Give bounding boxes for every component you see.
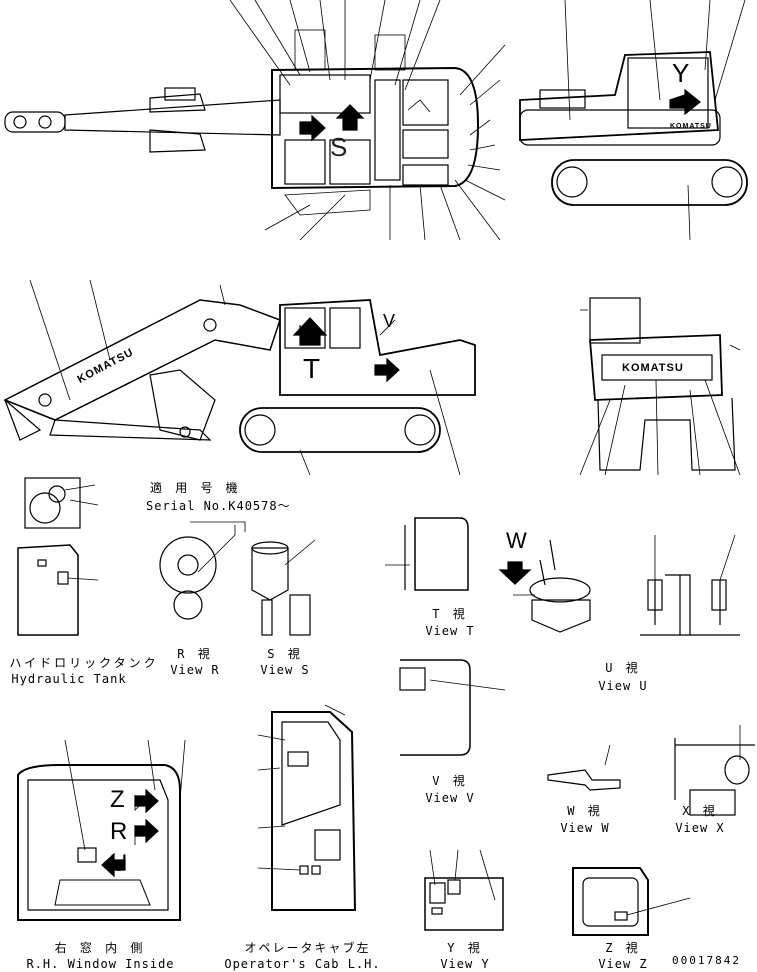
caption-operator-cab-jp: オペレータキャブ左 xyxy=(244,941,371,955)
caption-hydraulic-tank-jp: ハイドロリックタンク xyxy=(9,656,159,670)
caption-view-r-jp: R 視 xyxy=(177,647,213,661)
rear-view xyxy=(579,297,741,476)
caption-view-w-en: View W xyxy=(560,821,610,835)
view-r-drawing xyxy=(159,525,236,620)
caption-hydraulic-tank-en: Hydraulic Tank xyxy=(11,672,127,686)
marker-letter-t: T xyxy=(303,353,322,384)
rh-window-drawing xyxy=(17,739,186,921)
marker-letter-z: Z xyxy=(110,786,126,813)
caption-view-w-jp: W 視 xyxy=(567,804,603,818)
caption-view-s-en: View S xyxy=(260,663,310,677)
caption-view-z-en: View Z xyxy=(598,957,648,971)
drawing-number: 00017842 xyxy=(672,954,741,967)
caption-view-u-en: View U xyxy=(598,679,648,693)
view-u-drawing xyxy=(498,534,740,636)
view-w-drawing xyxy=(547,744,621,791)
caption-view-v-jp: V 視 xyxy=(432,774,468,788)
caption-view-t-jp: T 視 xyxy=(432,607,468,621)
view-z-drawing xyxy=(572,867,691,936)
marker-letter-y: Y xyxy=(672,58,691,88)
marker-letter-w: W xyxy=(506,528,528,553)
caption-view-x-en: View X xyxy=(675,821,725,835)
view-y-drawing xyxy=(424,849,504,931)
marker-letter-u: U xyxy=(110,850,129,877)
operator-cab-drawing xyxy=(257,704,357,911)
serial-label-en: Serial No.K40578～ xyxy=(146,499,291,513)
caption-view-y-jp: Y 視 xyxy=(447,941,483,955)
caption-view-v-en: View V xyxy=(425,791,475,805)
view-t-drawing xyxy=(385,517,469,591)
serial-label-jp: 適 用 号 機 xyxy=(150,481,241,495)
top-view-machine xyxy=(4,0,506,241)
caption-view-t-en: View T xyxy=(425,624,475,638)
brand-logo-side: KOMATSU xyxy=(670,123,712,130)
caption-view-z-jp: Z 視 xyxy=(605,941,641,955)
view-x-drawing xyxy=(674,725,755,816)
caption-view-r-en: View R xyxy=(170,663,220,677)
brand-logo-rear: KOMATSU xyxy=(622,362,684,374)
caption-view-x-jp: X 視 xyxy=(682,804,718,818)
hydraulic-tank-drawing xyxy=(17,477,99,636)
side-view-left xyxy=(3,279,476,476)
view-s-drawing xyxy=(251,539,316,636)
marker-letter-r: R xyxy=(110,818,129,845)
side-view-right xyxy=(519,0,748,241)
caption-view-y-en: View Y xyxy=(440,957,490,971)
marker-letter-s: S xyxy=(330,132,349,162)
caption-rh-window-jp: 右 窓 内 側 xyxy=(54,941,146,955)
caption-rh-window-en: R.H. Window Inside xyxy=(26,957,175,971)
caption-view-s-jp: S 視 xyxy=(267,647,303,661)
view-v-drawing xyxy=(399,659,506,756)
caption-view-u-jp: U 視 xyxy=(605,661,641,675)
caption-operator-cab-en: Operator's Cab L.H. xyxy=(224,957,381,971)
marker-letter-v: V xyxy=(383,311,397,331)
